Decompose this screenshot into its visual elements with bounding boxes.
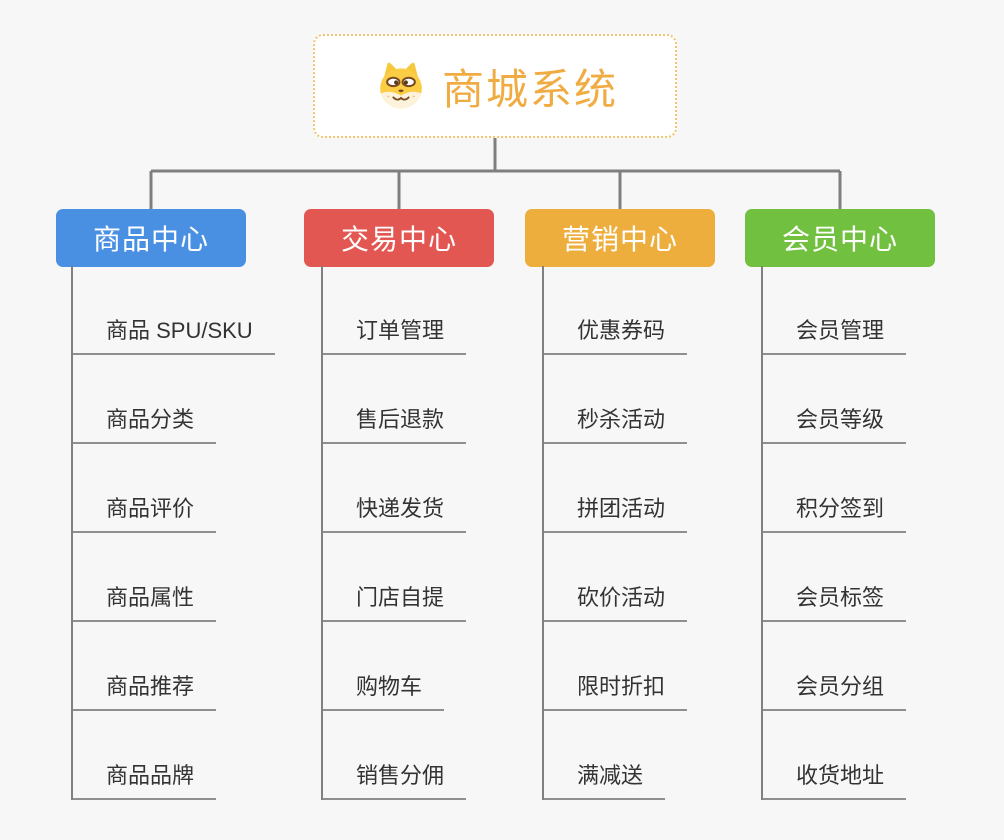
sub-item[interactable]: 限时折扣	[544, 622, 688, 711]
sub-item[interactable]: 会员分组	[763, 622, 907, 711]
sub-item[interactable]: 销售分佣	[323, 711, 467, 800]
sub-item-label: 购物车	[323, 669, 445, 711]
sub-item[interactable]: 积分签到	[763, 444, 907, 533]
sub-item-label: 订单管理	[323, 313, 467, 355]
branch-node-trade-center[interactable]: 交易中心	[304, 209, 494, 267]
sub-item-label: 快递发货	[323, 491, 467, 533]
sub-item-label: 会员管理	[763, 313, 907, 355]
sub-item[interactable]: 订单管理	[323, 266, 467, 355]
sub-item-label: 积分签到	[763, 491, 907, 533]
branch-node-product-center[interactable]: 商品中心	[56, 209, 246, 267]
sub-item-label: 会员标签	[763, 580, 907, 622]
branch-items-marketing-center: 优惠券码秒杀活动拼团活动砍价活动限时折扣满减送	[542, 266, 688, 800]
dog-face-icon	[372, 60, 430, 113]
sub-item[interactable]: 会员标签	[763, 533, 907, 622]
sub-item-label: 优惠券码	[544, 313, 688, 355]
branch-items-trade-center: 订单管理售后退款快递发货门店自提购物车销售分佣	[321, 266, 467, 800]
sub-item[interactable]: 商品 SPU/SKU	[73, 266, 275, 355]
sub-item-label: 会员分组	[763, 669, 907, 711]
sub-item-label: 商品品牌	[73, 758, 217, 800]
sub-item-label: 商品 SPU/SKU	[73, 313, 275, 355]
sub-item-label: 收货地址	[763, 758, 907, 800]
sub-item-label: 拼团活动	[544, 491, 688, 533]
sub-item[interactable]: 秒杀活动	[544, 355, 688, 444]
sub-item[interactable]: 商品评价	[73, 444, 275, 533]
sub-item[interactable]: 快递发货	[323, 444, 467, 533]
root-node-mall-system[interactable]: 商城系统	[313, 34, 677, 138]
sub-item-label: 售后退款	[323, 402, 467, 444]
sub-item[interactable]: 商品分类	[73, 355, 275, 444]
sub-item[interactable]: 满减送	[544, 711, 687, 800]
sub-item[interactable]: 商品推荐	[73, 622, 275, 711]
sub-item-label: 商品推荐	[73, 669, 217, 711]
sub-item-label: 满减送	[544, 758, 666, 800]
sub-item-label: 商品评价	[73, 491, 217, 533]
sub-item[interactable]: 售后退款	[323, 355, 467, 444]
sub-item[interactable]: 砍价活动	[544, 533, 688, 622]
sub-item-label: 商品分类	[73, 402, 217, 444]
branch-items-product-center: 商品 SPU/SKU 商品分类商品评价商品属性商品推荐商品品牌	[71, 266, 275, 800]
sub-item-label: 会员等级	[763, 402, 907, 444]
sub-item[interactable]: 购物车	[323, 622, 466, 711]
sub-item[interactable]: 拼团活动	[544, 444, 688, 533]
sub-item-label: 限时折扣	[544, 669, 688, 711]
sub-item[interactable]: 商品属性	[73, 533, 275, 622]
sub-item[interactable]: 门店自提	[323, 533, 467, 622]
sub-item[interactable]: 优惠券码	[544, 266, 688, 355]
branch-node-member-center[interactable]: 会员中心	[745, 209, 935, 267]
sub-item-label: 商品属性	[73, 580, 217, 622]
sub-item[interactable]: 会员管理	[763, 266, 907, 355]
sub-item-label: 销售分佣	[323, 758, 467, 800]
sub-item[interactable]: 会员等级	[763, 355, 907, 444]
branch-node-marketing-center[interactable]: 营销中心	[525, 209, 715, 267]
root-title: 商城系统	[441, 65, 618, 113]
sub-item-label: 门店自提	[323, 580, 467, 622]
sub-item[interactable]: 商品品牌	[73, 711, 275, 800]
branch-items-member-center: 会员管理会员等级积分签到会员标签会员分组收货地址	[761, 266, 907, 800]
sub-item-label: 砍价活动	[544, 580, 688, 622]
sub-item[interactable]: 收货地址	[763, 711, 907, 800]
sub-item-label: 秒杀活动	[544, 402, 688, 444]
